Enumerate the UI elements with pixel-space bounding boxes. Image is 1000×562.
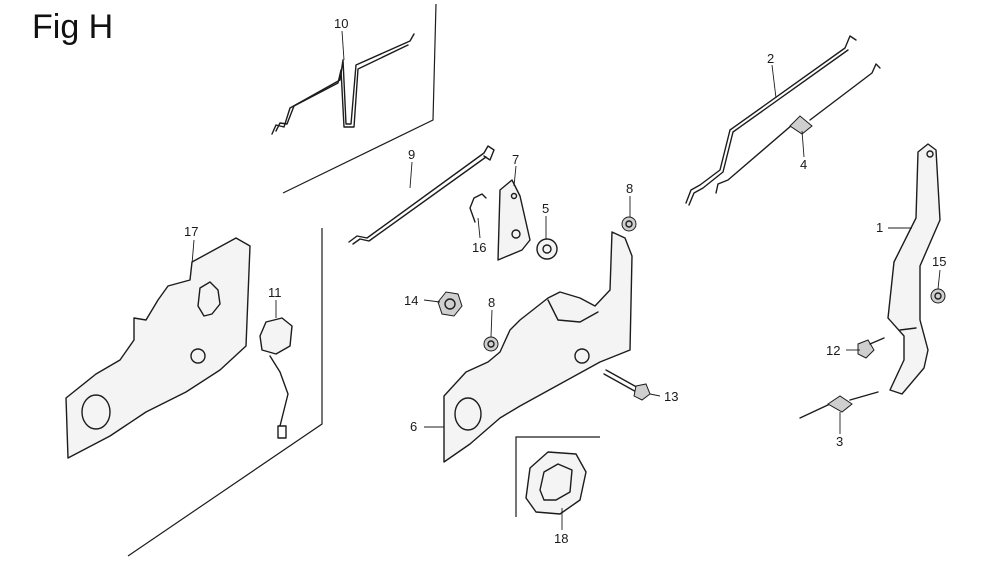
callout-9: 9 <box>408 147 415 162</box>
figure-title: Fig H <box>32 8 113 46</box>
part-8-nut-upper <box>621 216 637 232</box>
part-7-lever-plate <box>497 179 531 261</box>
frame-left <box>127 228 323 557</box>
callout-5: 5 <box>542 201 549 216</box>
part-11-switch <box>259 317 293 439</box>
callout-4: 4 <box>800 157 807 172</box>
callout-17: 17 <box>184 224 198 239</box>
callout-14: 14 <box>404 293 418 308</box>
callout-16: 16 <box>472 240 486 255</box>
callout-8-upper: 8 <box>626 181 633 196</box>
callout-6: 6 <box>410 419 417 434</box>
part-12-screw <box>857 337 885 359</box>
part-2-rod <box>685 35 857 206</box>
callout-labels: 1 2 3 4 5 6 7 8 8 9 10 11 12 13 14 15 16… <box>184 16 946 546</box>
frame-gasket <box>515 436 600 517</box>
part-17-bracket <box>65 237 251 459</box>
part-10-wire-rod <box>271 33 415 135</box>
part-18-gasket <box>525 451 587 515</box>
callout-15: 15 <box>932 254 946 269</box>
frame-top-left <box>282 3 437 194</box>
part-14-fitting <box>437 291 463 317</box>
part-16-clip <box>469 193 487 223</box>
callout-18: 18 <box>554 531 568 546</box>
part-8-nut-lower <box>483 336 499 352</box>
callout-11: 11 <box>268 285 282 300</box>
part-3-spring <box>799 391 879 419</box>
part-5-washer <box>536 238 558 260</box>
part-6-bracket <box>443 231 633 463</box>
leader-lines <box>191 30 941 530</box>
callout-8-lower: 8 <box>488 295 495 310</box>
callout-3: 3 <box>836 434 843 449</box>
part-1-lever <box>887 143 941 395</box>
panel-frames <box>127 3 600 557</box>
part-15-nut <box>930 288 946 304</box>
callout-1: 1 <box>876 220 883 235</box>
part-9-rod <box>348 145 495 245</box>
callout-2: 2 <box>767 51 774 66</box>
callout-7: 7 <box>512 152 519 167</box>
part-13-bolt <box>603 369 651 401</box>
callout-10: 10 <box>334 16 348 31</box>
part-4-spring-rod <box>715 63 881 194</box>
callout-12: 12 <box>826 343 840 358</box>
callout-13: 13 <box>664 389 678 404</box>
